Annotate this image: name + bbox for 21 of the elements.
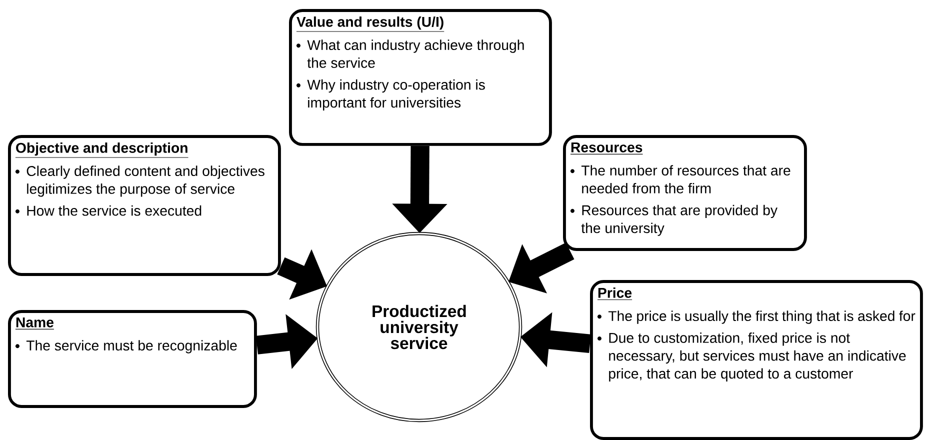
text-box: [8, 135, 281, 276]
text-box: [8, 310, 257, 408]
heading: Price: [597, 287, 632, 300]
heading: Resources: [570, 142, 644, 154]
text-box: [563, 135, 807, 251]
heading: Value and results (U/I): [296, 16, 444, 32]
center-circle: [316, 232, 522, 422]
bullet-text: The price is usually the first thing that is asked for: [597, 310, 916, 324]
bullet-text: Why industry co-operation is important for universities: [296, 79, 485, 110]
bullet-text: Clearly defined content and objectives legitimizes the purpose of service: [15, 166, 264, 197]
bullet-text: Resources that are provided by the university: [570, 204, 778, 236]
bullet-text: The number of resources that are needed from the firm: [570, 165, 790, 194]
heading: Objective and description: [15, 142, 189, 158]
bullet-text: The service must be recognizable: [15, 340, 237, 354]
text-box: [590, 280, 923, 440]
center-label: Productized university service: [372, 304, 466, 350]
bullet-text: How the service is executed: [15, 205, 202, 216]
text-box: [289, 9, 552, 146]
bullet-text: Due to customization, fixed price is not necessary, but services must have an indicative price, that can be quoted to a customer: [597, 332, 906, 382]
heading: Name: [15, 317, 54, 330]
bullet-text: What can industry achieve through the service: [296, 40, 524, 68]
